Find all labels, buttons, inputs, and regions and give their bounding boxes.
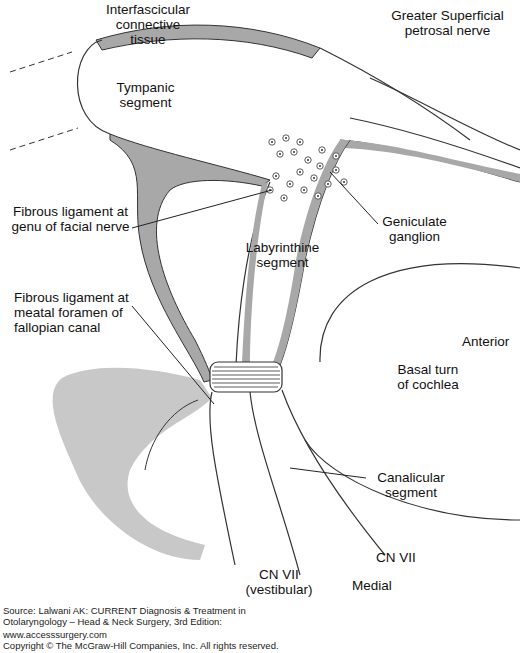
leader-lines (132, 172, 378, 478)
ganglion-nuclei (269, 137, 345, 199)
cochlea-outline (320, 264, 520, 362)
part-label: Interfascicular connective tissue (98, 2, 198, 47)
cochlea-outline (305, 440, 520, 520)
fibrous-ligament (110, 134, 270, 382)
part-label: CN VII (vestibular) (240, 567, 318, 597)
labyrinthine-outline (236, 182, 270, 365)
canal-edge (145, 400, 198, 470)
canal-wall (53, 368, 212, 560)
dashed-line (10, 52, 72, 72)
part-label: Labyrinthine segment (240, 240, 325, 270)
ganglion-cells (267, 135, 347, 201)
gspn-outline (370, 78, 520, 150)
tympanic-outline (320, 48, 470, 140)
vestibular-nerve (210, 392, 235, 565)
meatal-foramen (210, 362, 282, 392)
dashed-line (10, 128, 78, 150)
part-label: Greater Superficial petrosal nerve (380, 8, 515, 38)
part-label: CN VII (376, 550, 436, 565)
cn7-nerve (282, 390, 385, 555)
source-note: Copyright © The McGraw-Hill Companies, I… (3, 640, 363, 651)
part-label: Basal turn of cochlea (392, 362, 464, 392)
source-note: www.accesssurgery.com (3, 629, 273, 640)
direction-label: Medial (352, 578, 412, 593)
part-label: Tympanic segment (108, 80, 183, 110)
part-label: Canalicular segment (366, 470, 456, 500)
part-label: Geniculate ganglion (372, 214, 457, 244)
part-label: Fibrous ligament at meatal foramen of fa… (14, 290, 139, 335)
gspn-outline (340, 140, 520, 182)
part-label: Fibrous ligament at genu of facial nerve (8, 204, 133, 234)
source-note: Source: Lalwani AK: CURRENT Diagnosis & … (3, 605, 273, 627)
labyrinthine-sheath (242, 182, 268, 365)
cn7-nerve (250, 392, 300, 575)
foramen-lines (212, 367, 280, 387)
gspn-sheath (340, 140, 520, 182)
direction-label: Anterior (462, 334, 518, 349)
tympanic-outline (77, 40, 110, 134)
